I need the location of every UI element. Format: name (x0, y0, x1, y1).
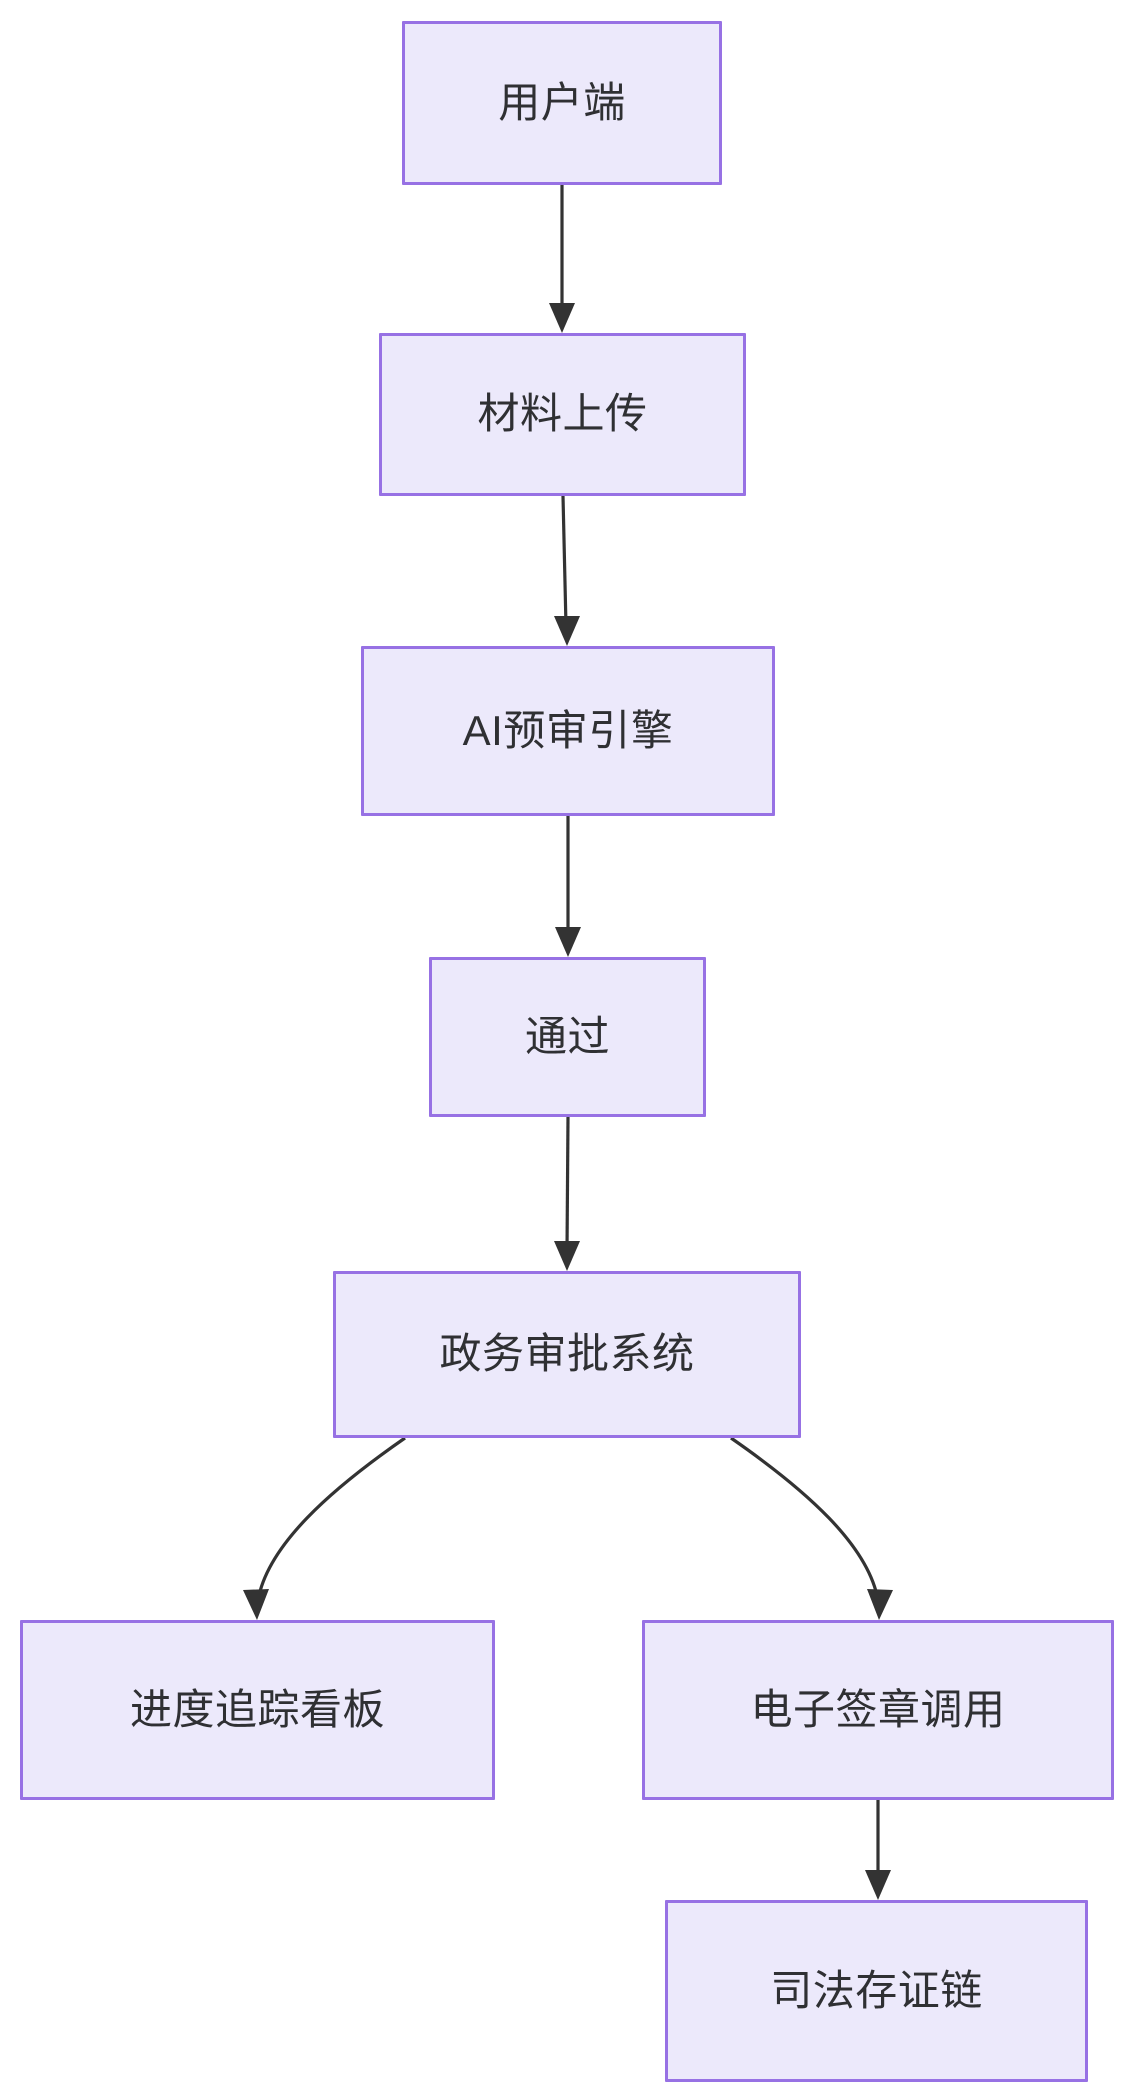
arrowhead-icon (867, 1589, 893, 1620)
edge-ai-to-pass (555, 816, 581, 957)
node-pass-label: 通过 (524, 1012, 610, 1060)
node-client-label: 用户端 (498, 78, 626, 126)
node-judicial-evidence-chain-label: 司法存证链 (770, 1966, 983, 2014)
edge-approval-to-tracking (243, 1436, 406, 1620)
edge-upload-to-ai (554, 495, 580, 646)
node-ai-prereview-engine[interactable]: AI预审引擎 (361, 646, 775, 816)
node-government-approval-system-label: 政务审批系统 (439, 1330, 695, 1378)
node-pass[interactable]: 通过 (429, 957, 706, 1117)
arrowhead-icon (554, 616, 580, 646)
arrowhead-icon (549, 303, 575, 333)
node-electronic-seal-invocation[interactable]: 电子签章调用 (642, 1620, 1114, 1800)
node-government-approval-system[interactable]: 政务审批系统 (333, 1271, 801, 1438)
node-electronic-seal-invocation-label: 电子签章调用 (750, 1685, 1006, 1733)
node-progress-tracking-board-label: 进度追踪看板 (129, 1685, 385, 1733)
edge-seal-to-chain (865, 1800, 891, 1900)
edge-client-to-upload (549, 185, 575, 333)
node-upload-label: 材料上传 (477, 390, 648, 438)
node-judicial-evidence-chain[interactable]: 司法存证链 (665, 1900, 1088, 2082)
arrowhead-icon (554, 1241, 580, 1271)
edge-pass-to-approval (554, 1116, 580, 1271)
arrowhead-icon (865, 1870, 891, 1900)
node-client[interactable]: 用户端 (402, 21, 722, 185)
arrowhead-icon (555, 927, 581, 957)
node-upload[interactable]: 材料上传 (379, 333, 746, 496)
arrowhead-icon (243, 1589, 269, 1620)
edge-approval-to-seal (730, 1436, 893, 1620)
node-ai-prereview-engine-label: AI预审引擎 (462, 706, 674, 754)
node-progress-tracking-board[interactable]: 进度追踪看板 (20, 1620, 495, 1800)
